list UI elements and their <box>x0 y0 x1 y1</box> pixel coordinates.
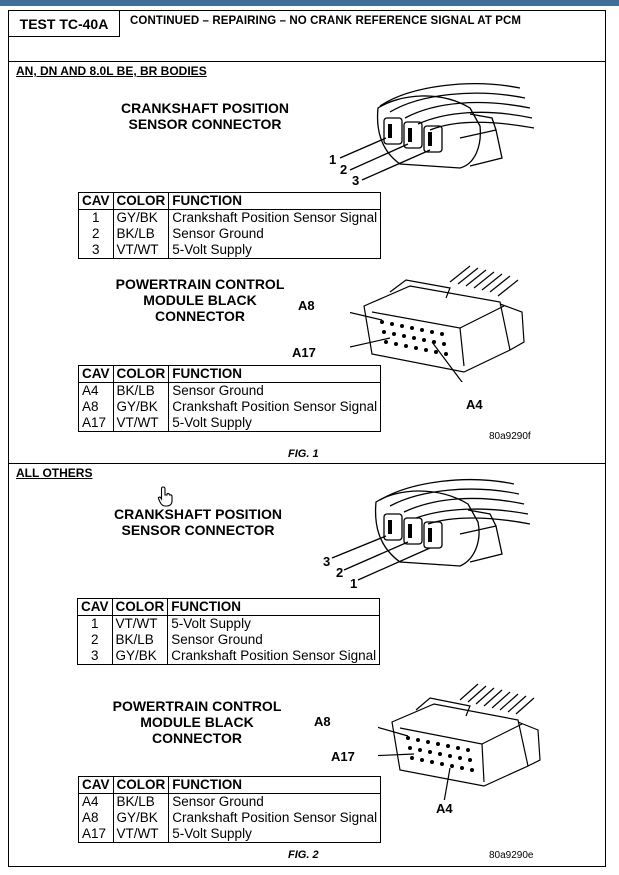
col-cav: CAV <box>78 365 114 383</box>
col-color: COLOR <box>112 776 170 794</box>
pcm-label-line2: MODULE BLACK <box>140 714 254 730</box>
col-cav: CAV <box>78 776 114 794</box>
section1-figure-code: 80a9290f <box>489 431 531 442</box>
ckp-label-line1: CRANKSHAFT POSITION <box>121 100 289 116</box>
section1-pcm-label: POWERTRAIN CONTROL MODULE BLACK CONNECTO… <box>95 276 305 324</box>
section2-heading: ALL OTHERS <box>16 466 93 480</box>
section2-figure-code: 80a9290e <box>489 850 534 861</box>
section1-pcm-pin-a8: A8 <box>298 298 315 313</box>
section1-ckp-pin2: 2 <box>340 162 348 177</box>
pcm-label-line1: POWERTRAIN CONTROL <box>115 276 285 292</box>
col-cav: CAV <box>77 598 113 616</box>
page-title: CONTINUED – REPAIRING – NO CRANK REFEREN… <box>130 15 522 27</box>
ckp-label-line2: SENSOR CONNECTOR <box>128 116 282 132</box>
divider <box>9 61 606 62</box>
section2-ckp-connector-illustration <box>331 479 531 581</box>
page-frame <box>8 10 606 867</box>
section1-ckp-connector-illustration <box>339 83 535 181</box>
ckp-label-line1: CRANKSHAFT POSITION <box>114 506 282 522</box>
col-function: FUNCTION <box>168 192 382 210</box>
pcm-label-line3: CONNECTOR <box>152 730 242 746</box>
section2-pcm-pin-a17: A17 <box>331 749 355 764</box>
section2-pcm-connector-illustration <box>378 683 541 800</box>
hand-pointer-icon <box>157 486 173 507</box>
section2-ckp-label: CRANKSHAFT POSITION SENSOR CONNECTOR <box>93 506 303 538</box>
section1-ckp-label: CRANKSHAFT POSITION SENSOR CONNECTOR <box>100 100 310 132</box>
col-function: FUNCTION <box>168 365 382 383</box>
col-cav: CAV <box>78 192 114 210</box>
section1-figure-label: FIG. 1 <box>288 448 319 460</box>
section1-pcm-pin-a4: A4 <box>466 397 483 412</box>
pcm-label-line1: POWERTRAIN CONTROL <box>112 698 282 714</box>
section2-pcm-pin-a8: A8 <box>314 714 331 729</box>
section2-ckp-pin1: 1 <box>350 576 358 591</box>
divider <box>9 463 606 464</box>
col-function: FUNCTION <box>168 776 382 794</box>
test-id-box: TEST TC-40A <box>9 11 120 37</box>
section1-ckp-pin1: 1 <box>329 152 337 167</box>
pcm-label-line2: MODULE BLACK <box>143 292 257 308</box>
section2-ckp-pin3: 3 <box>323 554 331 569</box>
window-top-band <box>0 0 619 6</box>
section1-heading: AN, DN AND 8.0L BE, BR BODIES <box>16 64 207 78</box>
section1-pcm-pin-a17: A17 <box>292 345 316 360</box>
section2-ckp-pin2: 2 <box>336 565 344 580</box>
section2-pcm-pin-a4: A4 <box>436 801 453 816</box>
ckp-label-line2: SENSOR CONNECTOR <box>121 522 275 538</box>
section1-ckp-pin3: 3 <box>352 173 360 188</box>
col-color: COLOR <box>111 598 169 616</box>
section1-pcm-connector-illustration <box>350 265 525 382</box>
col-color: COLOR <box>112 192 170 210</box>
col-function: FUNCTION <box>167 598 381 616</box>
col-color: COLOR <box>112 365 170 383</box>
section2-pcm-label: POWERTRAIN CONTROL MODULE BLACK CONNECTO… <box>92 698 302 746</box>
section2-figure-label: FIG. 2 <box>288 849 319 861</box>
pcm-label-line3: CONNECTOR <box>155 308 245 324</box>
